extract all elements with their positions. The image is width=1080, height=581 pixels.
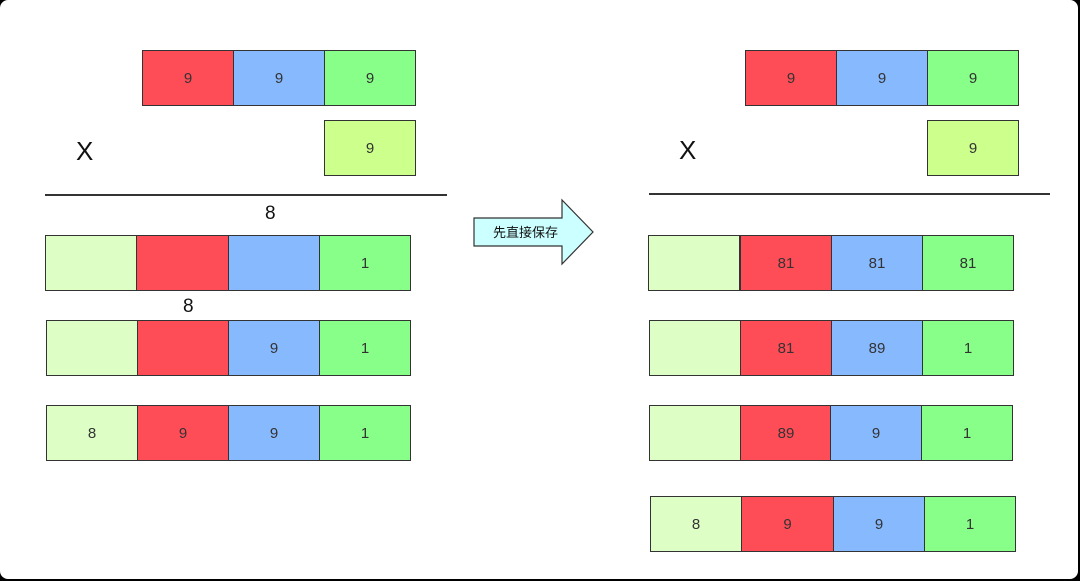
right-row-3-cell-3: 9	[830, 405, 922, 461]
left-multiplicand-cell-1: 9	[142, 50, 234, 106]
right-row-2-cell-4: 1	[922, 320, 1014, 376]
right-multiply-sign: X	[679, 135, 697, 165]
left-row-3-cell-1: 8	[46, 405, 138, 461]
right-multiplier-cell: 9	[927, 120, 1019, 176]
left-multiplicand-cell-3: 9	[324, 50, 416, 106]
right-divider-line	[649, 193, 1050, 195]
right-row-4-cell-3: 9	[833, 496, 925, 552]
right-row-1-cell-3: 81	[831, 235, 923, 291]
left-row-1-cell-4: 1	[319, 235, 411, 291]
left-divider-line	[45, 194, 447, 196]
left-row-2-cell-3: 9	[228, 320, 320, 376]
left-carry-label-b: 8	[183, 296, 194, 317]
right-row-4-cell-1: 8	[650, 496, 742, 552]
left-row-2-cell-4: 1	[319, 320, 411, 376]
left-row-3-cell-4: 1	[319, 405, 411, 461]
left-row-3-cell-3: 9	[228, 405, 320, 461]
right-row-1-cell-4: 81	[922, 235, 1014, 291]
left-row-2-cell-1	[46, 320, 138, 376]
right-row-3-cell-2: 89	[740, 405, 832, 461]
left-multiplier-cell: 9	[324, 120, 416, 176]
right-row-3-cell-4: 1	[921, 405, 1013, 461]
left-row-1-cell-3	[228, 235, 320, 291]
left-row-1-cell-1	[45, 235, 137, 291]
left-multiplicand-cell-2: 9	[233, 50, 325, 106]
right-arrow-icon	[473, 198, 594, 266]
right-row-3-cell-1	[649, 405, 741, 461]
right-row-4-cell-4: 1	[924, 496, 1016, 552]
right-row-4-cell-2: 9	[741, 496, 834, 552]
right-multiplicand-cell-3: 9	[927, 50, 1019, 106]
left-row-2-cell-2	[137, 320, 229, 376]
right-row-2-cell-3: 89	[831, 320, 923, 376]
right-multiplicand-cell-1: 9	[745, 50, 837, 106]
right-row-2-cell-1	[649, 320, 741, 376]
right-row-1-cell-2: 81	[740, 235, 832, 291]
right-row-1-cell-1	[648, 235, 740, 291]
left-row-3-cell-2: 9	[137, 405, 229, 461]
right-row-2-cell-2: 81	[740, 320, 832, 376]
left-carry-label-a: 8	[265, 203, 276, 224]
left-multiply-sign: X	[76, 136, 94, 166]
right-multiplicand-cell-2: 9	[836, 50, 928, 106]
left-row-1-cell-2	[136, 235, 229, 291]
arrow-label: 先直接保存	[493, 226, 559, 241]
